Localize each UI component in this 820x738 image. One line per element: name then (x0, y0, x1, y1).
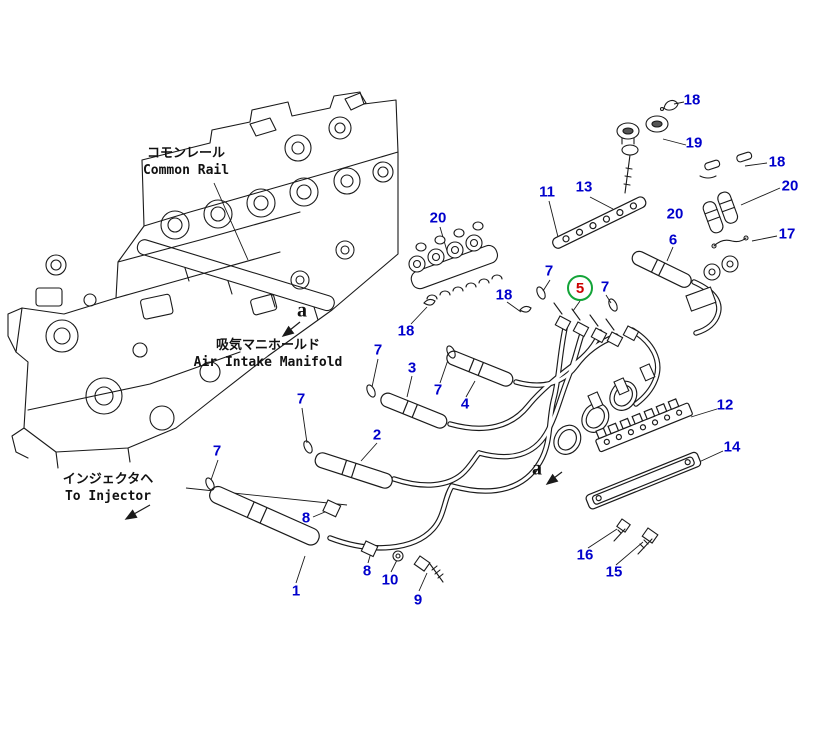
bolt-16 (613, 518, 631, 542)
section-a-arrow-1 (281, 325, 295, 337)
callout-1: 1 (291, 582, 301, 600)
callout-7: 7 (600, 278, 610, 296)
callout-10: 10 (381, 571, 399, 589)
serrated-bar-12 (595, 398, 693, 453)
pipe-nut-cluster (553, 302, 640, 348)
o-rings (205, 286, 618, 491)
to-injector-label-en: To Injector (64, 488, 152, 504)
fitting-19 (616, 115, 669, 194)
nut-8b (360, 540, 379, 558)
callout-12: 12 (716, 396, 734, 414)
tube-4 (446, 350, 514, 387)
connector-group-20-left (408, 221, 503, 300)
callout-17: 17 (778, 225, 796, 243)
section-marker-a: a (297, 299, 307, 322)
callout-20: 20 (781, 177, 799, 195)
callout-15: 15 (605, 563, 623, 581)
plate-14 (585, 451, 702, 510)
clip-18-left (423, 298, 436, 306)
callout-5-highlighted: 5 (567, 275, 593, 301)
clip-18-top (659, 99, 679, 112)
connector-group-20-right (702, 191, 739, 234)
callout-4: 4 (460, 395, 470, 413)
clip-18-mid (519, 305, 532, 313)
to-injector-arrow (124, 509, 138, 520)
callout-7: 7 (373, 341, 383, 359)
section-marker-a: a (532, 457, 542, 480)
callout-7: 7 (544, 262, 554, 280)
common-rail-label-jp: コモンレール (146, 146, 225, 161)
common-rail-tube (136, 239, 335, 321)
callout-14: 14 (723, 438, 741, 456)
callout-20: 20 (666, 205, 684, 223)
callout-9: 9 (413, 591, 423, 609)
engine-block (7, 91, 399, 469)
air-intake-manifold-label-jp: 吸気マニホールド (215, 338, 320, 353)
callout-18: 18 (768, 153, 786, 171)
callout-18: 18 (495, 286, 513, 304)
small-parts (205, 99, 753, 583)
leader-lines (185, 101, 781, 592)
bolt-9 (413, 555, 444, 583)
common-rail-label-en: Common Rail (142, 162, 230, 178)
to-injector-label: インジェクタヘ To Injector (48, 472, 168, 506)
callout-7: 7 (296, 390, 306, 408)
callout-13: 13 (575, 178, 593, 196)
tube-3 (380, 392, 448, 429)
callout-7: 7 (212, 442, 222, 460)
clip-17 (711, 235, 749, 249)
air-intake-manifold-label-en: Air Intake Manifold (193, 354, 343, 370)
callout-7: 7 (433, 381, 443, 399)
arrows (124, 321, 563, 520)
callout-8: 8 (301, 509, 311, 527)
to-injector-label-jp: インジェクタヘ (62, 472, 154, 487)
bolt-15 (637, 527, 659, 555)
section-a-arrow-2 (545, 473, 559, 485)
callout-3: 3 (407, 359, 417, 377)
nut-8a (322, 499, 342, 518)
supply-tubes (209, 250, 692, 546)
callout-16: 16 (576, 546, 594, 564)
right-elbow-assembly (685, 255, 739, 312)
callout-19: 19 (685, 134, 703, 152)
tube-1 (209, 485, 320, 546)
callout-11: 11 (539, 183, 555, 201)
common-rail-label: コモンレール Common Rail (128, 146, 244, 180)
tube-2 (314, 452, 393, 489)
callout-20: 20 (429, 209, 447, 227)
callout-6: 6 (668, 231, 678, 249)
callout-8: 8 (362, 562, 372, 580)
callout-2: 2 (372, 426, 382, 444)
tube-6 (631, 250, 692, 288)
callout-18: 18 (683, 91, 701, 109)
clips-18-right (699, 151, 753, 179)
rail-13 (552, 196, 647, 249)
callout-18: 18 (397, 322, 415, 340)
air-intake-manifold-label: 吸気マニホールド Air Intake Manifold (168, 338, 368, 372)
